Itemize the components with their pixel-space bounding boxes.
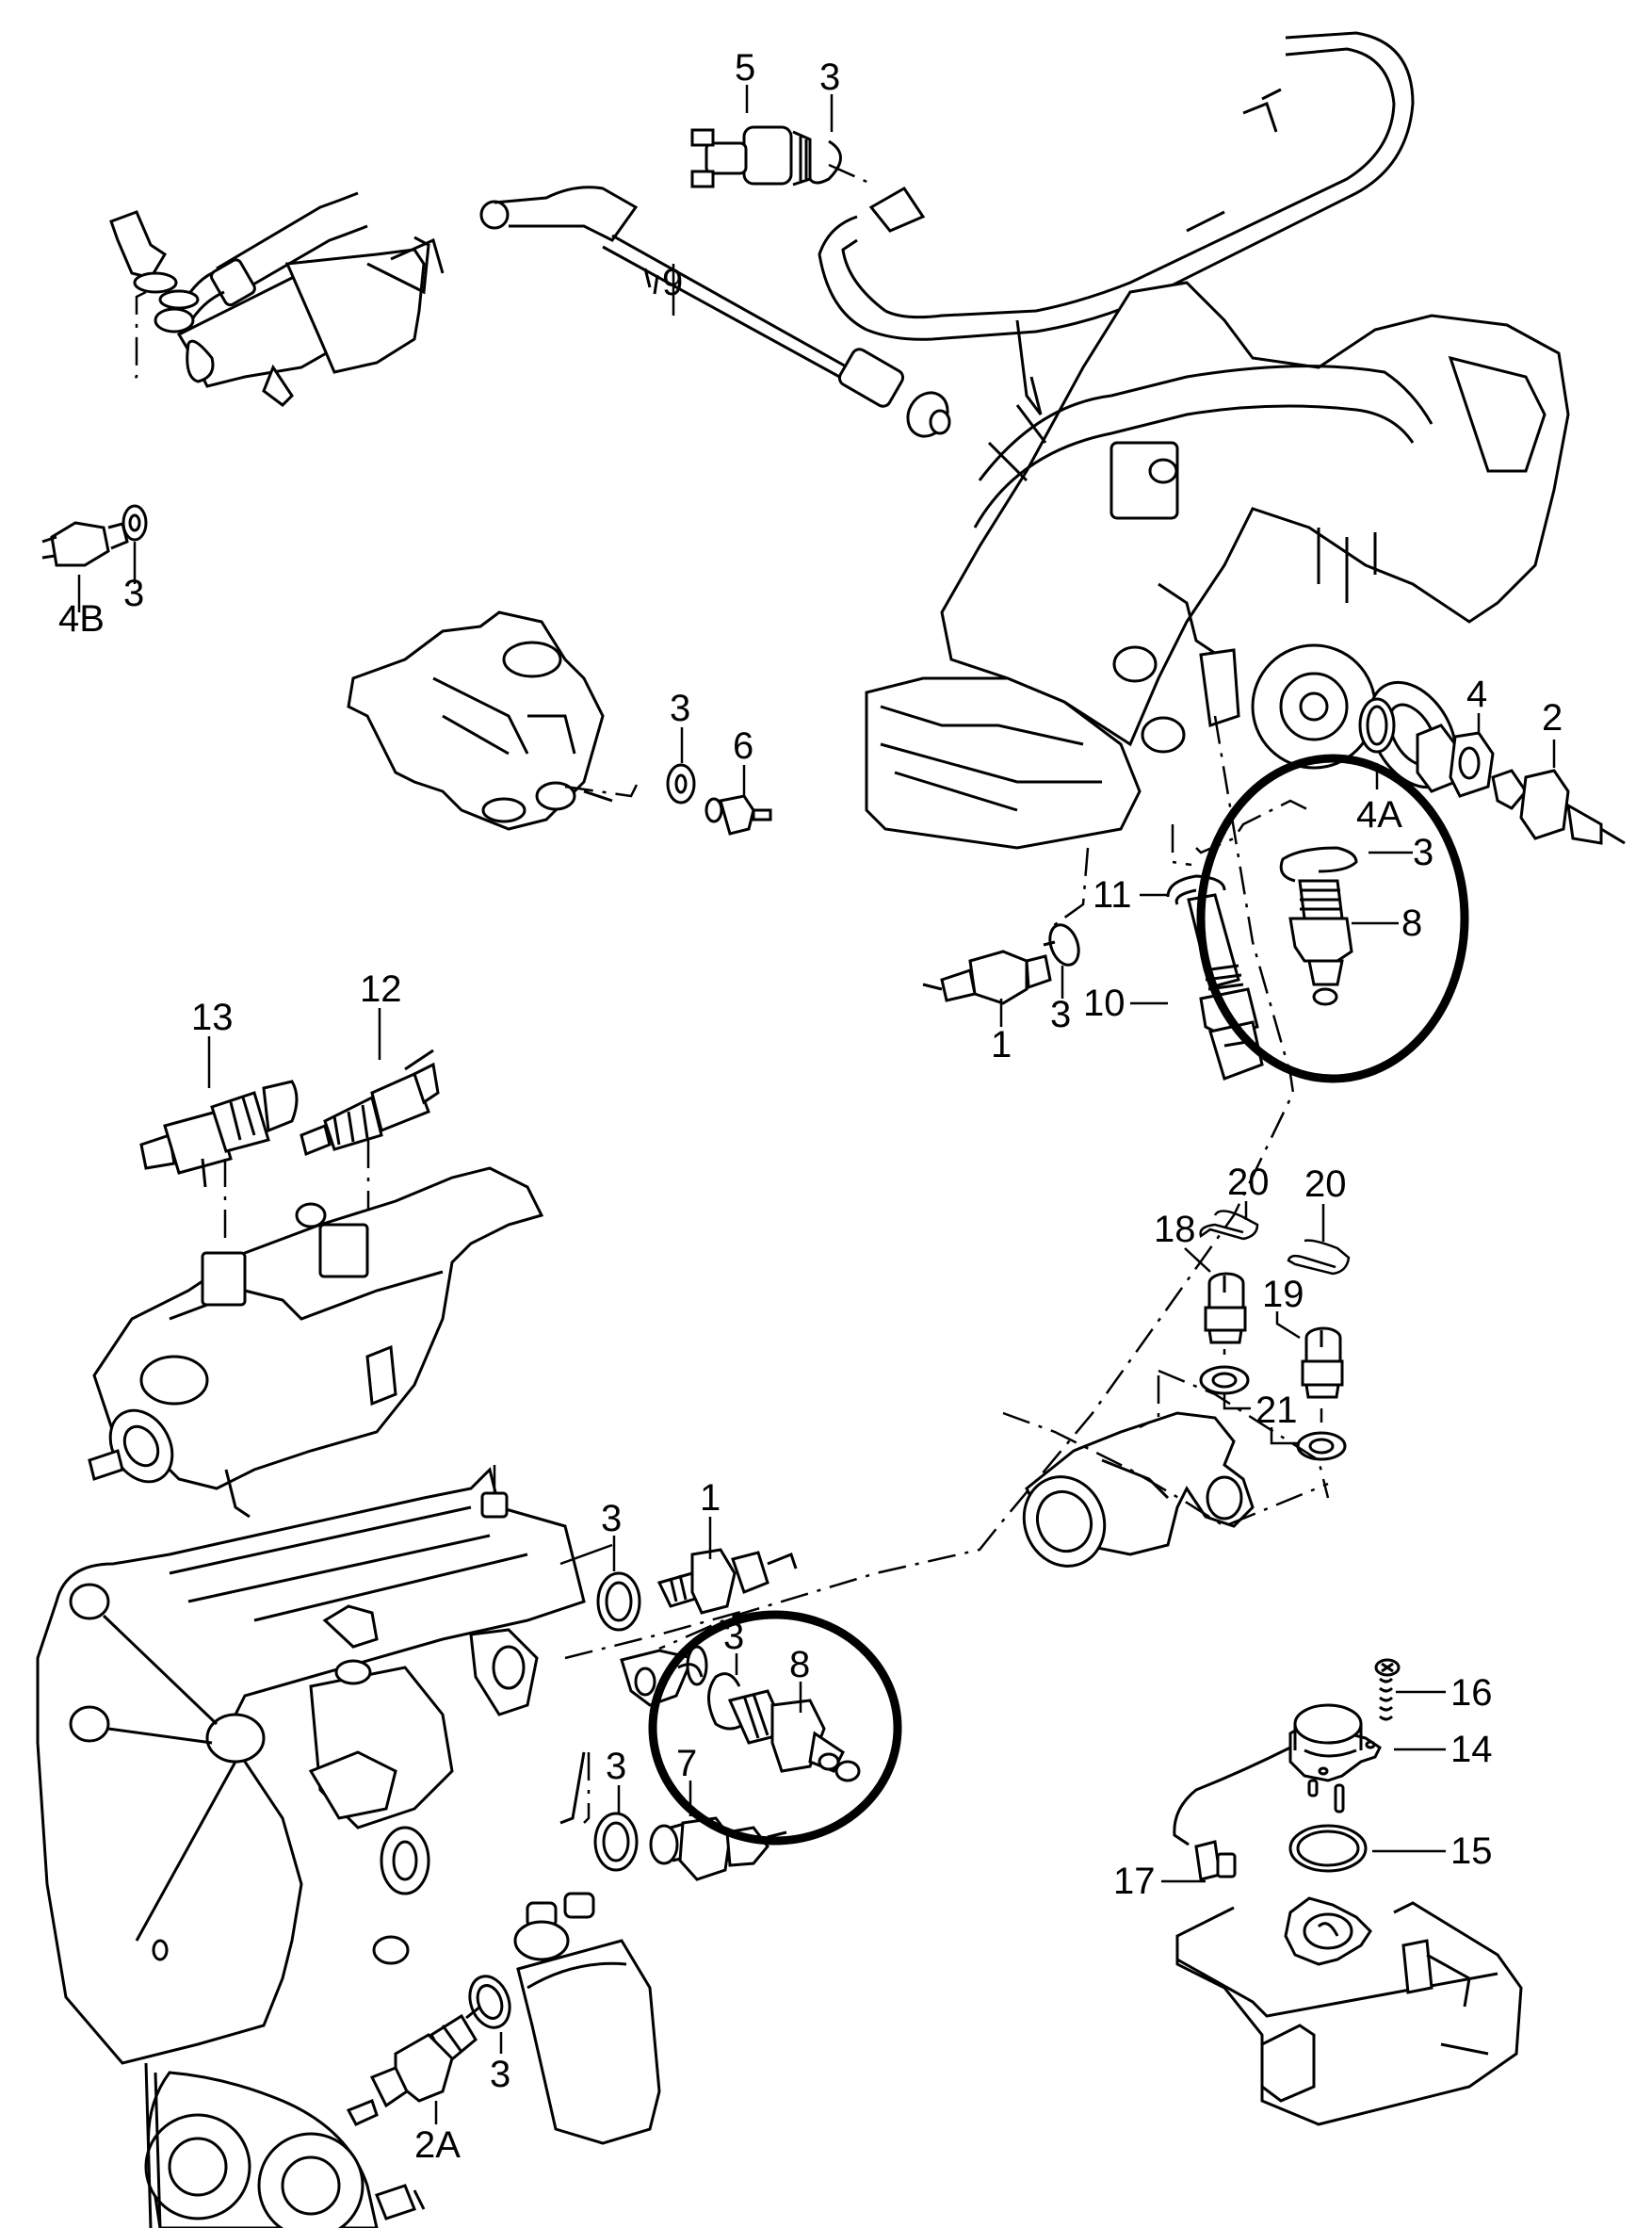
callout-label: 7 xyxy=(676,1743,697,1784)
leader-dash xyxy=(564,1609,745,1660)
seal-ring-21-right xyxy=(1296,1431,1347,1461)
sensor-13 xyxy=(139,1080,299,1188)
seal-ring-3-circled-upper xyxy=(1279,846,1358,883)
callout-label: 5 xyxy=(735,47,755,89)
pressure-switch-5 xyxy=(690,125,812,188)
callout-label: 3 xyxy=(723,1616,744,1657)
leader-dash xyxy=(1171,824,1192,867)
sensor-12 xyxy=(300,1049,440,1157)
adapter-nut-4 xyxy=(1416,724,1495,798)
callout-label: 3 xyxy=(490,2054,510,2095)
screw-16 xyxy=(1374,1658,1401,1721)
temperature-switch-18 xyxy=(1204,1272,1247,1344)
callout-label: 15 xyxy=(1450,1830,1493,1872)
oil-filter xyxy=(513,1892,661,2145)
seal-ring-3-filter xyxy=(465,1975,511,2029)
callout-label: 12 xyxy=(360,968,402,1010)
callout-label: 3 xyxy=(601,1498,622,1539)
callout-label: 2A xyxy=(414,2124,461,2166)
callout-label: 16 xyxy=(1450,1672,1493,1714)
sender-4B xyxy=(41,521,129,567)
temperature-switch-19 xyxy=(1301,1326,1344,1399)
callout-label: 4B xyxy=(58,598,105,640)
hose-assembly xyxy=(109,191,445,407)
leader-dash xyxy=(1195,799,1310,854)
leader-dash-long xyxy=(658,715,1295,1651)
callout-label: 1 xyxy=(700,1477,721,1519)
leader-solid xyxy=(559,1543,613,1566)
seal-ring-3-mid xyxy=(666,763,696,805)
leader-dash xyxy=(126,290,147,383)
bracket xyxy=(559,1751,586,1825)
throttle-body xyxy=(347,610,613,831)
callout-label: 3 xyxy=(606,1746,626,1787)
level-sensor-14 xyxy=(1173,1703,1382,1846)
callout-label: 9 xyxy=(662,262,683,303)
callout-label: 3 xyxy=(819,57,840,98)
seal-ring-3-left xyxy=(121,504,148,542)
callout-label: 8 xyxy=(789,1644,810,1685)
clip-20-right xyxy=(1287,1239,1351,1276)
thermostat-housing xyxy=(1022,1411,1255,1568)
callout-label: 4A xyxy=(1356,794,1402,836)
engine-block-lower xyxy=(36,1467,586,2228)
connector-17 xyxy=(1194,1840,1237,1881)
callout-label: 17 xyxy=(1113,1861,1156,1902)
callout-label: 13 xyxy=(191,997,234,1038)
leader-dash xyxy=(1158,1369,1330,1499)
leader-dash xyxy=(1139,1375,1160,1429)
seal-ring-4A xyxy=(1358,697,1396,754)
coolant-reservoir xyxy=(1175,1896,1523,2126)
oil-cap xyxy=(480,1491,509,1519)
callout-label: 3 xyxy=(1413,832,1433,873)
temperature-sender-2A xyxy=(346,2013,478,2126)
callout-label: 10 xyxy=(1083,983,1126,1024)
callout-label: 3 xyxy=(1050,994,1071,1035)
seal-ring-3-circled-lower xyxy=(677,1663,745,1731)
gasket-15 xyxy=(1288,1824,1368,1873)
seal-ring-3-upper-right xyxy=(1043,923,1080,967)
seal-ring-21-left xyxy=(1199,1365,1250,1395)
callout-label: 18 xyxy=(1154,1209,1196,1250)
switch-6 xyxy=(705,794,772,836)
callout-label: 20 xyxy=(1227,1162,1270,1203)
callout-label: 6 xyxy=(733,725,753,767)
callout-label: 14 xyxy=(1450,1729,1493,1770)
callout-label: 19 xyxy=(1262,1274,1304,1315)
callout-label: 2 xyxy=(1542,697,1563,739)
sender-8-circled-upper xyxy=(1288,879,1353,1006)
temperature-sender-2 xyxy=(1491,769,1626,845)
leader-dash xyxy=(1002,1411,1329,1528)
callout-label: 21 xyxy=(1255,1390,1298,1431)
sender-1-lower xyxy=(656,1548,798,1615)
clip-20-left xyxy=(1199,1210,1259,1241)
sender-1-upper xyxy=(922,950,1052,1005)
callout-label: 4 xyxy=(1466,674,1487,715)
highlight-circle-upper xyxy=(1196,754,1469,1083)
callout-label: 20 xyxy=(1304,1163,1347,1205)
callout-label: 1 xyxy=(991,1024,1012,1065)
callout-label: 3 xyxy=(123,573,144,614)
leader-dash xyxy=(1049,847,1090,930)
highlight-circle-lower xyxy=(648,1610,902,1846)
callout-label: 11 xyxy=(1093,874,1132,916)
seal-ring-3-lower-top xyxy=(596,1571,641,1632)
leader-lines xyxy=(77,85,1556,2124)
injection-pump xyxy=(88,1166,544,1575)
leader-dash xyxy=(564,776,642,798)
seal-ring-3-lower-mid xyxy=(593,1812,639,1872)
sender-8-circled-lower xyxy=(727,1689,861,1782)
leader-dash xyxy=(583,1752,591,1824)
coolant-pipe xyxy=(818,31,1415,415)
seal-ring-3-top xyxy=(808,139,842,185)
engine-block-upper xyxy=(865,281,1570,850)
leader-dash xyxy=(828,163,872,186)
seal-ring-11 xyxy=(1166,874,1226,905)
speedometer-cable-9 xyxy=(479,186,951,438)
callout-label: 3 xyxy=(670,688,690,729)
callout-label: 8 xyxy=(1401,903,1422,944)
